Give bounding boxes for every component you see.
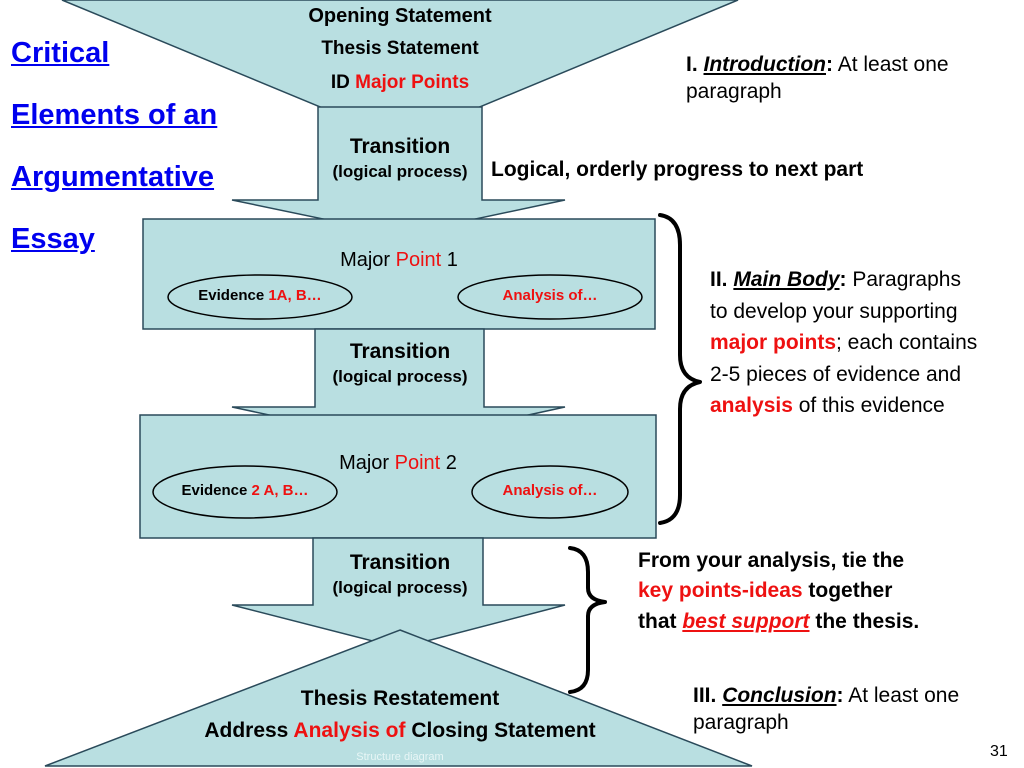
id-highlight: Major Points — [355, 72, 470, 93]
transition-arrow-3 — [231, 537, 566, 649]
transition-1-label: Transition — [349, 135, 451, 158]
major-point-1-number: 1 — [446, 249, 458, 271]
conclusion-pyramid — [44, 629, 753, 767]
major-point-1-box — [142, 218, 656, 330]
id-prefix: ID — [330, 72, 350, 93]
major-point-2-prefix: Major — [339, 452, 390, 474]
major-point-2-highlight: Point — [394, 452, 441, 474]
tie-text-3: the thesis. — [815, 609, 920, 633]
title-line-3[interactable]: Argumentative — [11, 161, 215, 193]
analysis-1-oval — [457, 274, 643, 320]
intro-term: Introduction — [703, 53, 826, 76]
evidence-1-highlight: 1A, B… — [268, 287, 322, 304]
intro-text: At least one paragraph — [686, 53, 949, 104]
tie-highlight-key-points: key points-ideas — [638, 579, 803, 603]
evidence-2-highlight: 2 A, B… — [251, 482, 309, 499]
body-text-1: Paragraphs to develop your supporting — [710, 268, 961, 323]
tie-highlight-best-support: best support — [682, 609, 810, 633]
transition-3-label: Transition — [349, 551, 451, 574]
body-numeral: II. — [710, 268, 728, 291]
closing-statement: Closing Statement — [411, 719, 596, 742]
body-highlight-major-points: major points — [710, 331, 837, 354]
conclusion-numeral: III. — [693, 684, 717, 707]
evidence-2-prefix: Evidence — [181, 482, 248, 499]
tie-text-1: From your analysis, tie the — [638, 549, 905, 572]
major-point-1-prefix: Major — [340, 249, 391, 271]
intro-colon: : — [826, 53, 833, 76]
body-highlight-analysis: analysis — [710, 394, 793, 417]
evidence-1-label: Evidence 1A, B… — [168, 287, 352, 305]
conclusion-text: At least one paragraph — [693, 684, 960, 735]
major-point-1-title: Major Point 1 — [143, 248, 655, 272]
analysis-2-oval — [471, 465, 629, 519]
transition-3-sub: (logical process) — [332, 578, 468, 597]
conclusion-term: Conclusion — [722, 684, 837, 707]
conclusion-note: III. Conclusion: At least one paragraph — [693, 682, 983, 737]
tie-note: From your analysis, tie the key points-i… — [638, 546, 928, 637]
transition-note: Logical, orderly progress to next part — [491, 158, 864, 181]
evidence-1-oval — [167, 274, 353, 320]
intro-numeral: I. — [686, 53, 698, 76]
body-term: Main Body — [733, 268, 840, 291]
evidence-2-oval — [152, 465, 338, 519]
evidence-2-label: Evidence 2 A, B… — [153, 482, 337, 500]
intro-note: I. Introduction: At least one paragraph — [686, 51, 1016, 106]
id-major-points: ID Major Points — [238, 72, 562, 95]
address-prefix: Address — [204, 719, 289, 742]
title-line-1[interactable]: Critical — [11, 37, 110, 69]
transition-2-label: Transition — [349, 340, 451, 363]
body-brace — [658, 213, 702, 525]
major-point-1-highlight: Point — [395, 249, 442, 271]
tie-text-2: together that — [638, 579, 893, 633]
analysis-2-label: Analysis of… — [502, 482, 598, 499]
body-note: II. Main Body: Paragraphs to develop you… — [710, 264, 980, 422]
thesis-statement: Thesis Statement — [321, 38, 479, 59]
thesis-restatement: Thesis Restatement — [300, 687, 500, 710]
slide-number: 31 — [990, 743, 1008, 760]
title-line-4[interactable]: Essay — [11, 223, 95, 255]
closing-line: Address Analysis of Closing Statement — [140, 718, 660, 743]
transition-1-sub: (logical process) — [332, 162, 468, 181]
conclusion-brace — [568, 546, 607, 694]
major-point-2-title: Major Point 2 — [140, 451, 656, 475]
body-text-3: of this evidence — [798, 394, 945, 417]
evidence-1-prefix: Evidence — [198, 287, 265, 304]
opening-statement: Opening Statement — [308, 5, 492, 27]
major-point-2-box — [139, 414, 657, 539]
transition-arrow-1 — [231, 106, 566, 236]
body-colon: : — [839, 268, 847, 291]
title-line-2[interactable]: Elements of an — [11, 99, 218, 131]
conclusion-colon: : — [836, 684, 844, 707]
address-highlight: Analysis of — [293, 719, 406, 742]
analysis-1-label: Analysis of… — [502, 287, 598, 304]
body-text-2: ; each contains 2-5 pieces of evidence a… — [710, 331, 978, 386]
transition-2-sub: (logical process) — [332, 367, 468, 386]
major-point-2-number: 2 — [445, 452, 457, 474]
intro-funnel — [61, 0, 739, 141]
footer-label: Structure diagram — [356, 751, 444, 763]
